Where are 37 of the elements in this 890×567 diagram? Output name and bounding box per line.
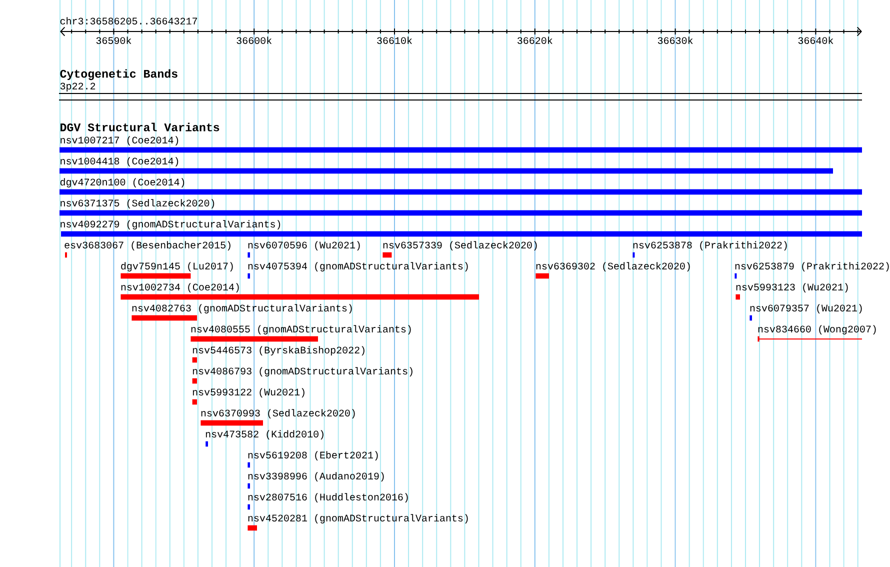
- tick-label: 36630k: [658, 36, 693, 44]
- coordinate-label: chr3:36586205..36643217: [60, 17, 197, 24]
- feature-label: nsv6369302 (Sedlazeck2020): [536, 262, 690, 272]
- tick-label: 36600k: [236, 36, 272, 44]
- band-label: 3p22.2: [60, 82, 96, 92]
- feature-label: nsv4075394 (gnomADStructuralVariants): [248, 262, 468, 272]
- feature-label: nsv6253879 (Prakrithi2022): [735, 262, 889, 272]
- feature-label: dgv4720n100 (Coe2014): [60, 178, 184, 188]
- feature-label: nsv1004418 (Coe2014): [60, 157, 178, 166]
- feature-label: nsv5993123 (Wu2021): [736, 283, 848, 292]
- tick-label: 36590k: [96, 36, 132, 44]
- feature-label: nsv4082763 (gnomADStructuralVariants): [132, 304, 352, 314]
- feature-label: nsv6371375 (Sedlazeck2020): [60, 199, 214, 208]
- feature-label: nsv6357339 (Sedlazeck2020): [383, 241, 537, 250]
- feature-label: nsv4520281 (gnomADStructuralVariants): [248, 514, 468, 524]
- feature-label: nsv6370993 (Sedlazeck2020): [201, 409, 355, 418]
- feature-label: nsv473582 (Kidd2010): [206, 430, 324, 440]
- feature-label: esv3683067 (Besenbacher2015): [64, 241, 230, 250]
- track-title: DGV Structural Variants: [60, 122, 220, 132]
- feature-label: nsv4080555 (gnomADStructuralVariants): [191, 325, 411, 334]
- feature-label: nsv6079357 (Wu2021): [750, 304, 862, 314]
- tick-label: 36620k: [518, 36, 552, 44]
- feature-label: nsv5619208 (Ebert2021): [248, 451, 378, 460]
- feature-label: nsv1002734 (Coe2014): [121, 283, 239, 292]
- feature-label: nsv1007217 (Coe2014): [60, 136, 178, 146]
- feature-label: nsv6253878 (Prakrithi2022): [633, 241, 787, 250]
- tick-label: 36640k: [798, 36, 834, 44]
- feature-label: dgv759n145 (Lu2017): [121, 262, 233, 272]
- feature-label: nsv4092279 (gnomADStructuralVariants): [60, 220, 280, 230]
- feature-label: nsv3398996 (Audano2019): [248, 472, 384, 482]
- feature-label: nsv4086793 (gnomADStructuralVariants): [192, 367, 412, 376]
- feature-label: nsv5446573 (ByrskaBishop2022): [192, 346, 364, 356]
- feature-label: nsv834660 (Wong2007): [758, 325, 876, 334]
- tick-label: 36610k: [377, 36, 412, 44]
- feature-label: nsv6070596 (Wu2021): [248, 241, 360, 250]
- feature-label: nsv2807516 (Huddleston2016): [248, 493, 408, 502]
- feature-label: nsv5993122 (Wu2021): [192, 388, 304, 398]
